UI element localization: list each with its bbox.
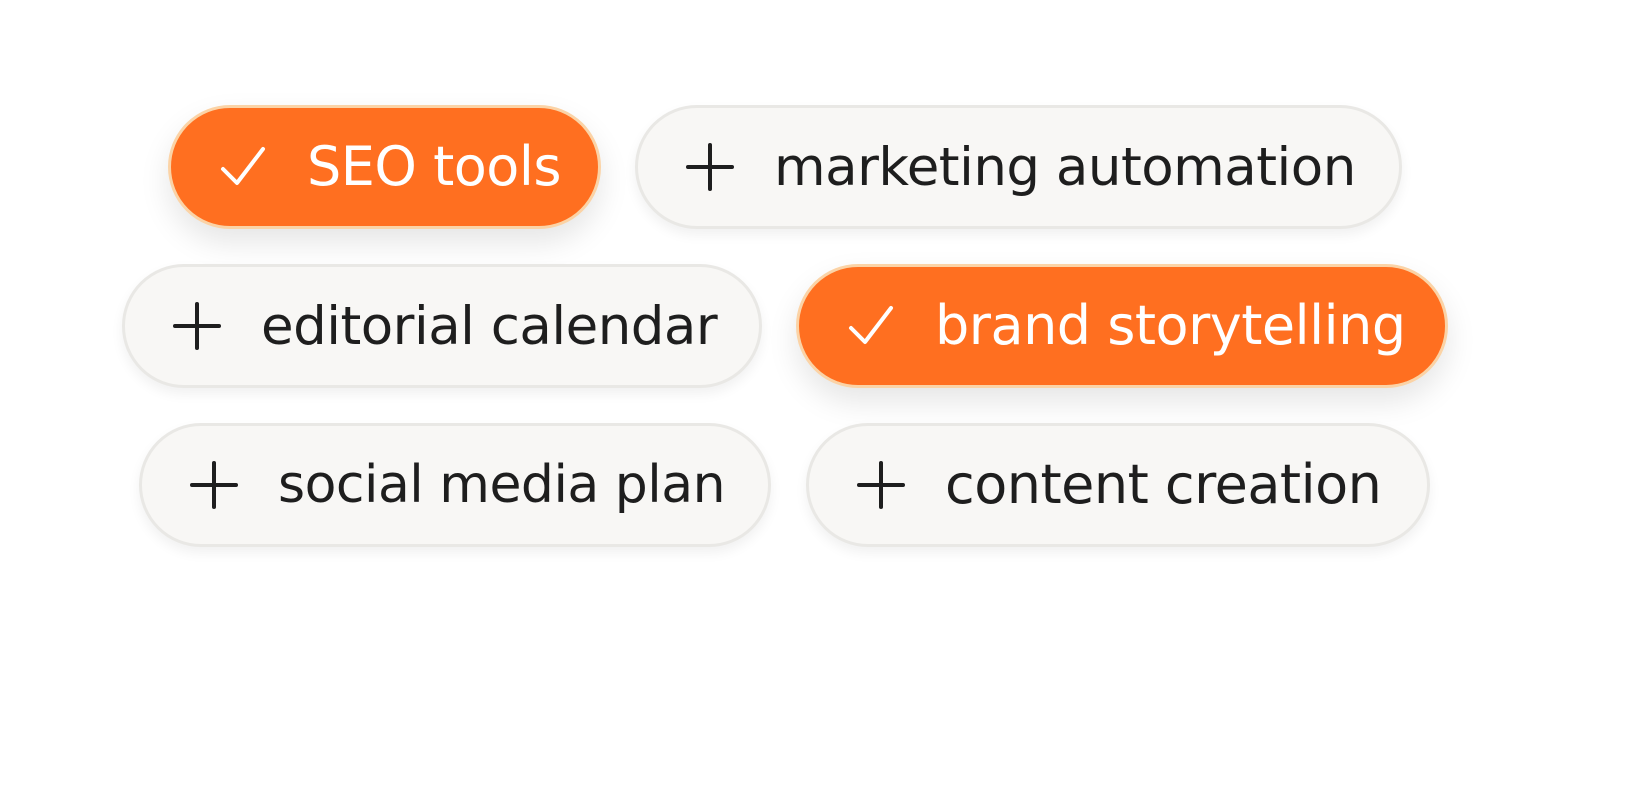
chip-label: content creation xyxy=(945,453,1382,516)
chip-social-media-plan[interactable]: social media plan xyxy=(139,423,771,547)
chip-label: social media plan xyxy=(278,455,726,515)
chip-label: brand storytelling xyxy=(935,294,1406,357)
check-icon xyxy=(219,143,267,191)
chip-editorial-calendar[interactable]: editorial calendar xyxy=(122,264,762,388)
chip-brand-storytelling[interactable]: brand storytelling xyxy=(796,264,1448,388)
chip-label: SEO tools xyxy=(307,135,561,198)
chip-label: editorial calendar xyxy=(261,295,718,357)
chip-seo-tools[interactable]: SEO tools xyxy=(168,105,601,229)
plus-icon xyxy=(173,302,221,350)
chip-marketing-automation[interactable]: marketing automation xyxy=(635,105,1402,229)
plus-icon xyxy=(686,143,734,191)
plus-icon xyxy=(190,461,238,509)
chip-label: marketing automation xyxy=(774,136,1356,198)
plus-icon xyxy=(857,461,905,509)
chip-content-creation[interactable]: content creation xyxy=(806,423,1430,547)
check-icon xyxy=(847,302,895,350)
